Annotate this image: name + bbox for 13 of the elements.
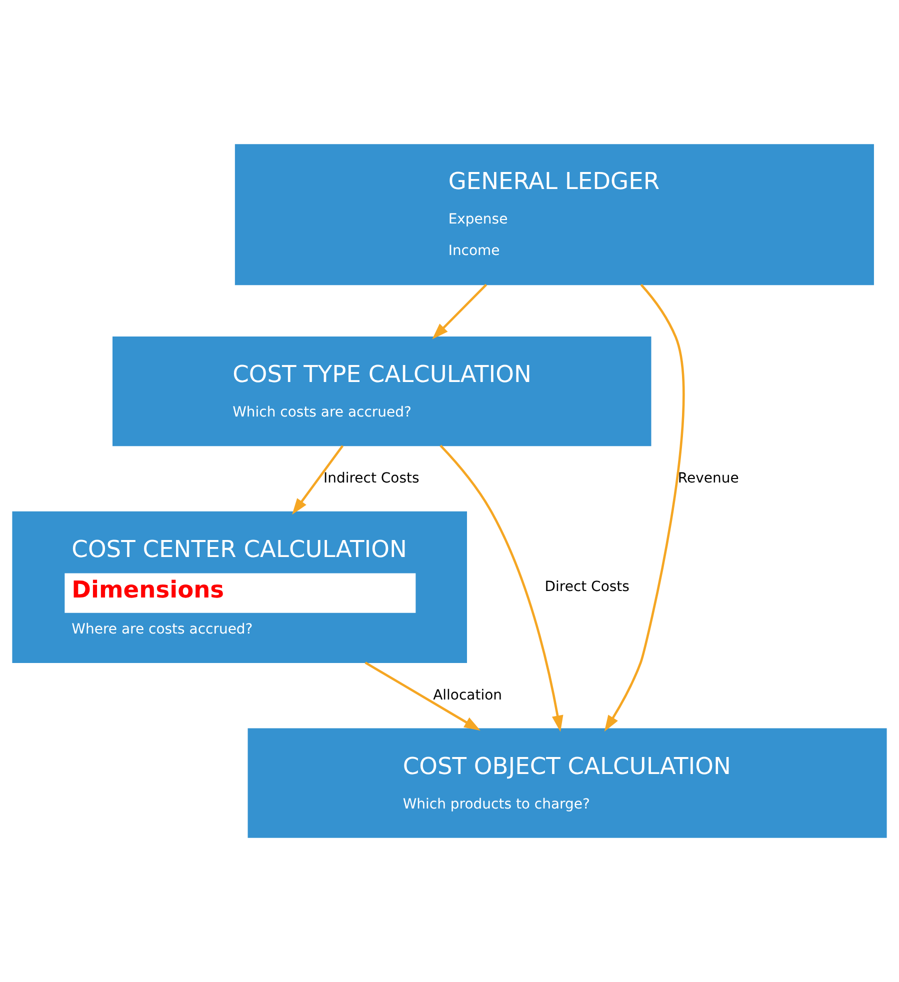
arrow <box>292 445 344 515</box>
edge-label: Direct Costs <box>544 578 630 595</box>
edge-label: Indirect Costs <box>323 470 420 486</box>
edge-label: Allocation <box>433 687 502 704</box>
node-box: COST CENTER CALCULATION Dimensions Where are costs accrued? <box>12 511 467 663</box>
arrow <box>364 662 480 731</box>
node-box: GENERAL LEDGER Expense Income <box>234 144 874 286</box>
node-box: COST OBJECT CALCULATION Which products to charge? <box>248 728 887 838</box>
arrow <box>604 284 685 732</box>
arrow <box>432 284 488 340</box>
node-box: COST TYPE CALCULATION Which costs are accrued? <box>112 336 652 446</box>
edge-label: Revenue <box>678 470 739 486</box>
arrow <box>440 444 564 732</box>
